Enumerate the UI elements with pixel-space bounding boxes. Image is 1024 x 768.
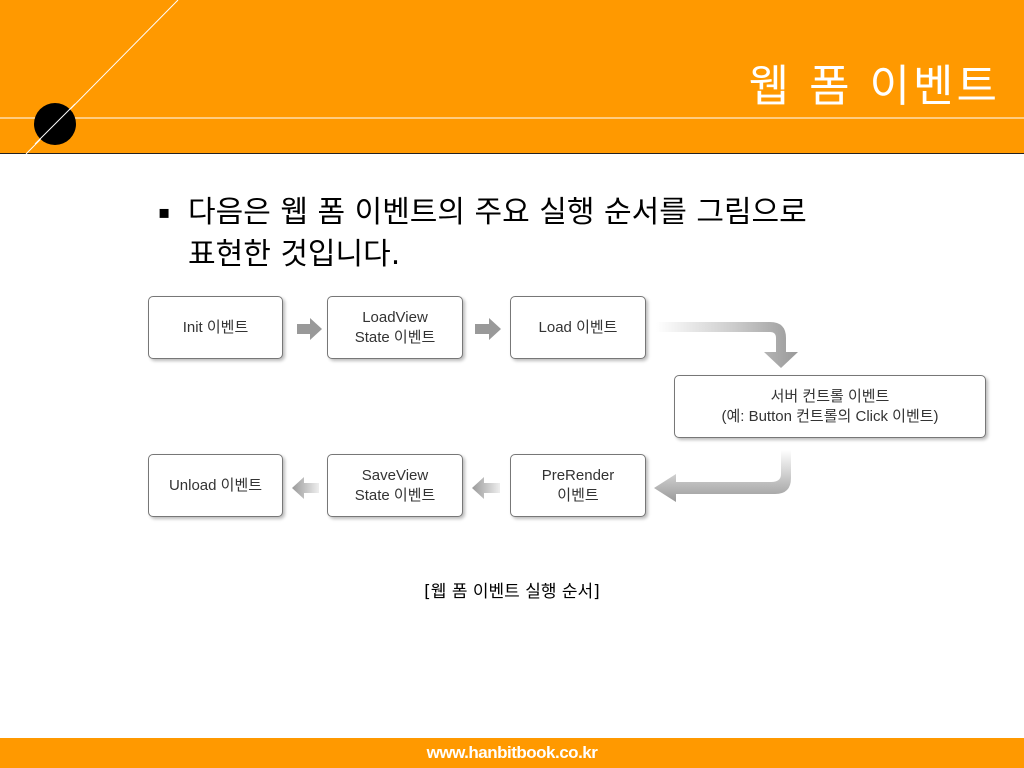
node-server-control-label-2: (예: Button 컨트롤의 Click 이벤트) (721, 407, 939, 425)
node-init-event: Init 이벤트 (148, 296, 283, 359)
node-prerender-event: PreRender 이벤트 (510, 454, 646, 517)
bullet-marker: ▪ (158, 202, 171, 223)
diagram-caption: [웹 폼 이벤트 실행 순서] (424, 582, 600, 602)
node-prerender-label-2: 이벤트 (557, 486, 599, 504)
arrow-prerender-to-saveview (472, 477, 500, 499)
arrow-saveview-to-unload (292, 477, 319, 499)
footer-bar: www.hanbitbook.co.kr (0, 738, 1024, 768)
arrow-loadview-to-load (475, 318, 501, 340)
node-load-event: Load 이벤트 (510, 296, 646, 359)
node-saveviewstate-event: SaveView State 이벤트 (327, 454, 463, 517)
title-bar: 웹 폼 이벤트 (0, 0, 1024, 154)
node-init-label: Init 이벤트 (182, 318, 249, 336)
arrow-init-to-loadview (297, 318, 322, 340)
node-unload-event: Unload 이벤트 (148, 454, 283, 517)
node-loadviewstate-label-2: State 이벤트 (354, 328, 436, 346)
bullet-line-2: 표현한 것입니다. (188, 237, 401, 272)
arrow-load-to-server (656, 322, 798, 368)
node-loadviewstate-label-1: LoadView (362, 308, 428, 326)
node-load-label: Load 이벤트 (538, 318, 618, 336)
node-unload-label: Unload 이벤트 (168, 476, 263, 494)
header-circle-slash (34, 103, 76, 145)
header-decoration (0, 0, 1024, 154)
node-saveviewstate-label-2: State 이벤트 (354, 486, 436, 504)
arrow-server-to-prerender (654, 450, 791, 502)
node-server-control-label-1: 서버 컨트롤 이벤트 (770, 387, 890, 405)
bullet-item: ▪ 다음은 웹 폼 이벤트의 주요 실행 순서를 그림으로 표현한 것입니다. (158, 192, 958, 276)
slide-title: 웹 폼 이벤트 (748, 61, 1000, 112)
node-prerender-label-1: PreRender (541, 466, 615, 484)
node-saveviewstate-label-1: SaveView (361, 466, 429, 484)
node-loadviewstate-event: LoadView State 이벤트 (327, 296, 463, 359)
node-server-control-event: 서버 컨트롤 이벤트 (예: Button 컨트롤의 Click 이벤트) (674, 375, 986, 438)
bullet-line-1: 다음은 웹 폼 이벤트의 주요 실행 순서를 그림으로 (188, 195, 807, 230)
footer-website-link[interactable]: www.hanbitbook.co.kr (426, 743, 598, 762)
